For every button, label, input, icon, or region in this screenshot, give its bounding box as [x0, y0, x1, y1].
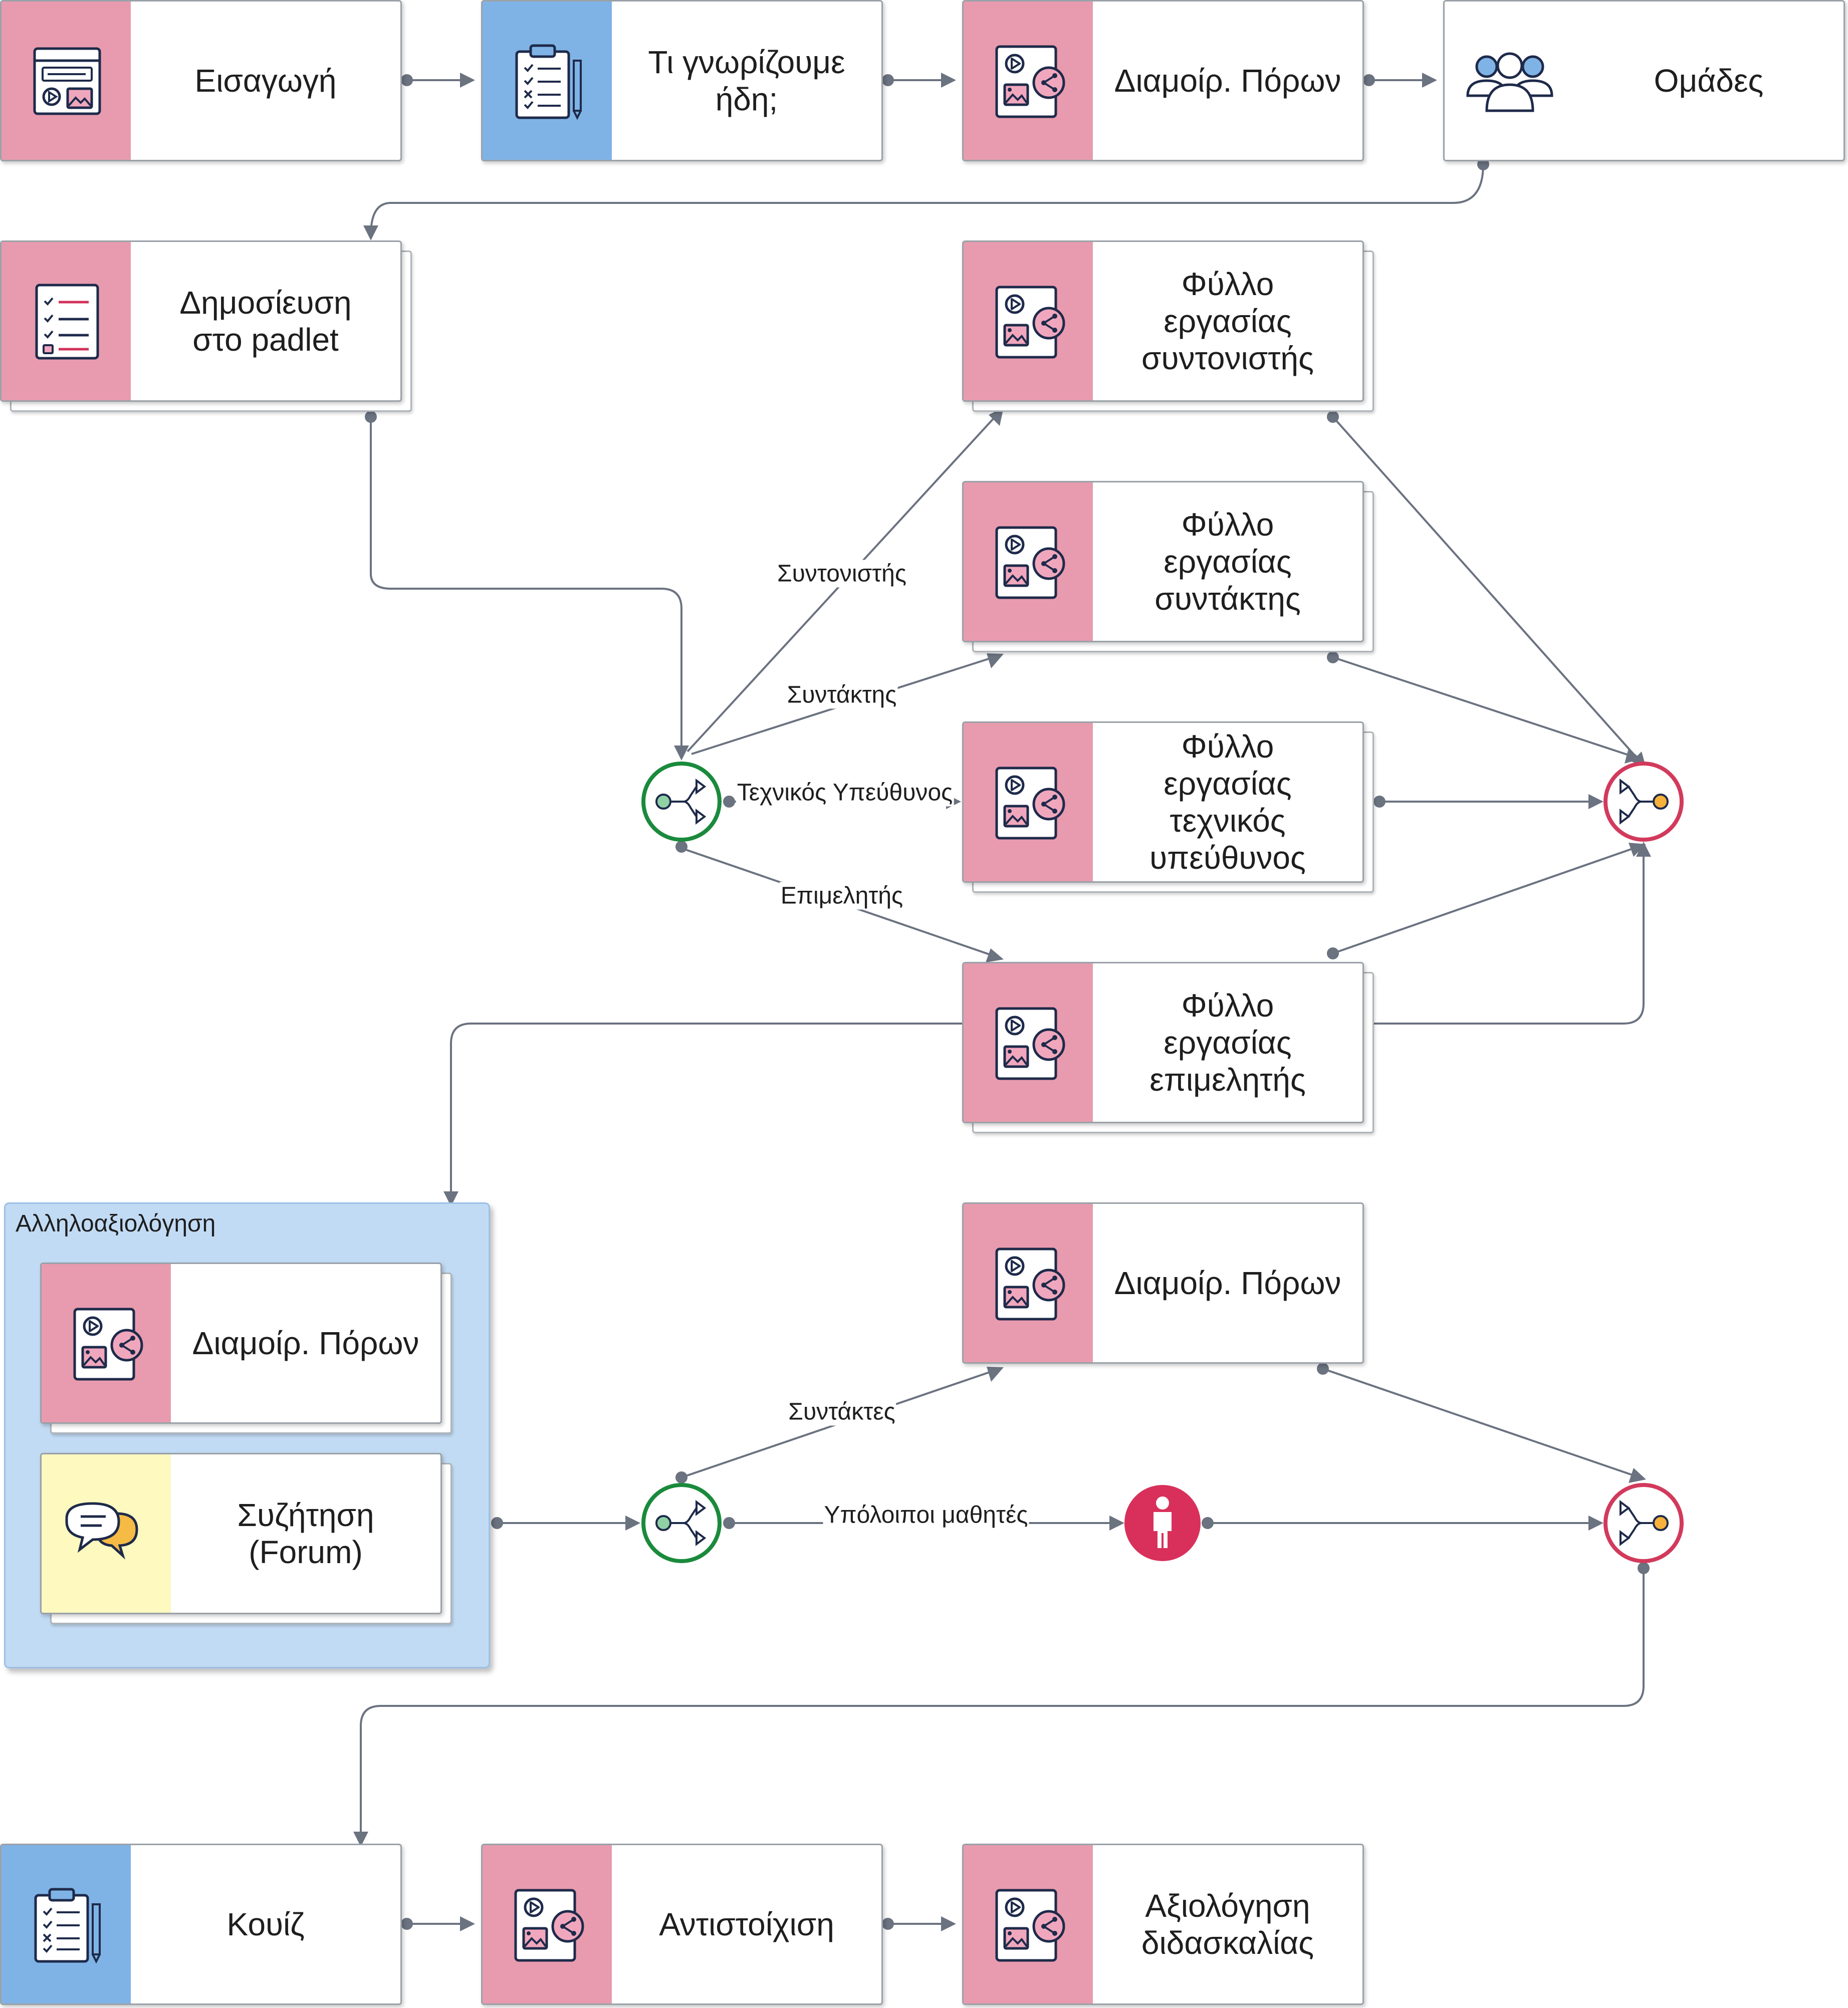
edge-share2-join2	[1322, 1368, 1642, 1479]
edge-label-other-students: Υπόλοιποι μαθητές	[823, 1501, 1029, 1529]
activity-label: Διαμοίρ. Πόρων	[1114, 1265, 1341, 1301]
activity-worksheet-technician[interactable]: Φύλλο εργασίας τεχνικός υπεύθυνος	[962, 721, 1374, 893]
clipboard-quiz-icon	[512, 41, 585, 121]
activity-worksheet-editor[interactable]: Φύλλο εργασίας συντάκτης	[962, 481, 1374, 652]
share-resources-icon	[993, 281, 1066, 361]
activity-share-resources-2[interactable]: Διαμοίρ. Πόρων	[962, 1202, 1364, 1364]
split-gate[interactable]	[641, 762, 722, 842]
activity-groups[interactable]: Ομάδες	[1443, 0, 1845, 161]
activity-label: Δημοσίευση στο padlet	[179, 285, 352, 358]
activity-label: Διαμοίρ. Πόρων	[192, 1325, 419, 1361]
activity-forum[interactable]: Συζήτηση (Forum)	[40, 1453, 452, 1624]
activity-label: Ομάδες	[1654, 63, 1764, 99]
activity-intro[interactable]: Εισαγωγή	[0, 0, 402, 161]
share-resources-icon	[993, 41, 1066, 121]
activity-label: Διαμοίρ. Πόρων	[1114, 63, 1341, 99]
activity-label: Φύλλο εργασίας συντονιστής	[1141, 266, 1314, 376]
edge-label-curator: Επιμελητής	[779, 882, 904, 910]
edge-curator-join2	[1373, 847, 1645, 1025]
share-resources-icon	[512, 1884, 585, 1964]
activity-matching[interactable]: Αντιστοίχιση	[481, 1844, 883, 2005]
edge-label-technician: Τεχνικός Υπεύθυνος	[736, 779, 954, 807]
edge-curator-join1	[1332, 845, 1642, 954]
activity-peer-share-resources[interactable]: Διαμοίρ. Πόρων	[40, 1263, 452, 1434]
activity-label: Αντιστοίχιση	[659, 1906, 834, 1942]
activity-label: Φύλλο εργασίας τεχνικός υπεύθυνος	[1149, 728, 1306, 876]
edge-label-editor: Συντάκτης	[786, 681, 898, 709]
share-resources-icon	[993, 522, 1066, 602]
share-resources-icon	[993, 1243, 1066, 1323]
join-gate-2[interactable]	[1603, 1483, 1684, 1563]
group-users-icon	[1460, 41, 1560, 121]
activity-worksheet-curator[interactable]: Φύλλο εργασίας επιμελητής	[962, 962, 1374, 1133]
edge-editor-join	[1332, 656, 1637, 759]
activity-prior-knowledge[interactable]: Τι γνωρίζουμε ήδη;	[481, 0, 883, 161]
person-gate[interactable]	[1122, 1483, 1203, 1563]
edge-label-coordinator: Συντονιστής	[776, 560, 907, 588]
activity-label: Κουίζ	[226, 1906, 305, 1942]
activity-label: Συζήτηση (Forum)	[237, 1497, 374, 1570]
join-gate[interactable]	[1603, 762, 1684, 842]
activity-label: Τι γνωρίζουμε ήδη;	[648, 44, 845, 117]
activity-label: Φύλλο εργασίας συντάκτης	[1154, 507, 1301, 617]
clipboard-quiz-icon	[31, 1884, 104, 1964]
split-gate-2[interactable]	[641, 1483, 722, 1563]
group-title: Αλληλοαξιολόγηση	[16, 1210, 216, 1237]
checklist-icon	[31, 281, 104, 361]
share-resources-icon	[993, 762, 1066, 842]
activity-label: Αξιολόγηση διδασκαλίας	[1141, 1888, 1314, 1961]
edge-coord-join	[1332, 416, 1642, 764]
edge-join2-quiz	[360, 1568, 1645, 1842]
edge-groups-padlet	[370, 164, 1484, 236]
edge-padlet-split	[370, 417, 682, 757]
share-resources-icon	[993, 1002, 1066, 1083]
activity-padlet[interactable]: Δημοσίευση στο padlet	[0, 240, 412, 412]
activity-teaching-evaluation[interactable]: Αξιολόγηση διδασκαλίας	[962, 1844, 1364, 2005]
activity-label: Εισαγωγή	[194, 63, 337, 99]
resource-panel-icon	[31, 41, 104, 121]
share-resources-icon	[71, 1303, 144, 1383]
activity-label: Φύλλο εργασίας επιμελητής	[1149, 987, 1306, 1098]
edge-curator-group	[450, 1023, 963, 1201]
activity-worksheet-coordinator[interactable]: Φύλλο εργασίας συντονιστής	[962, 240, 1374, 412]
activity-quiz[interactable]: Κουίζ	[0, 1844, 402, 2005]
share-resources-icon	[993, 1884, 1066, 1964]
activity-share-resources[interactable]: Διαμοίρ. Πόρων	[962, 0, 1364, 161]
edge-label-editors: Συντάκτες	[787, 1398, 896, 1426]
chat-bubbles-icon	[62, 1493, 142, 1574]
